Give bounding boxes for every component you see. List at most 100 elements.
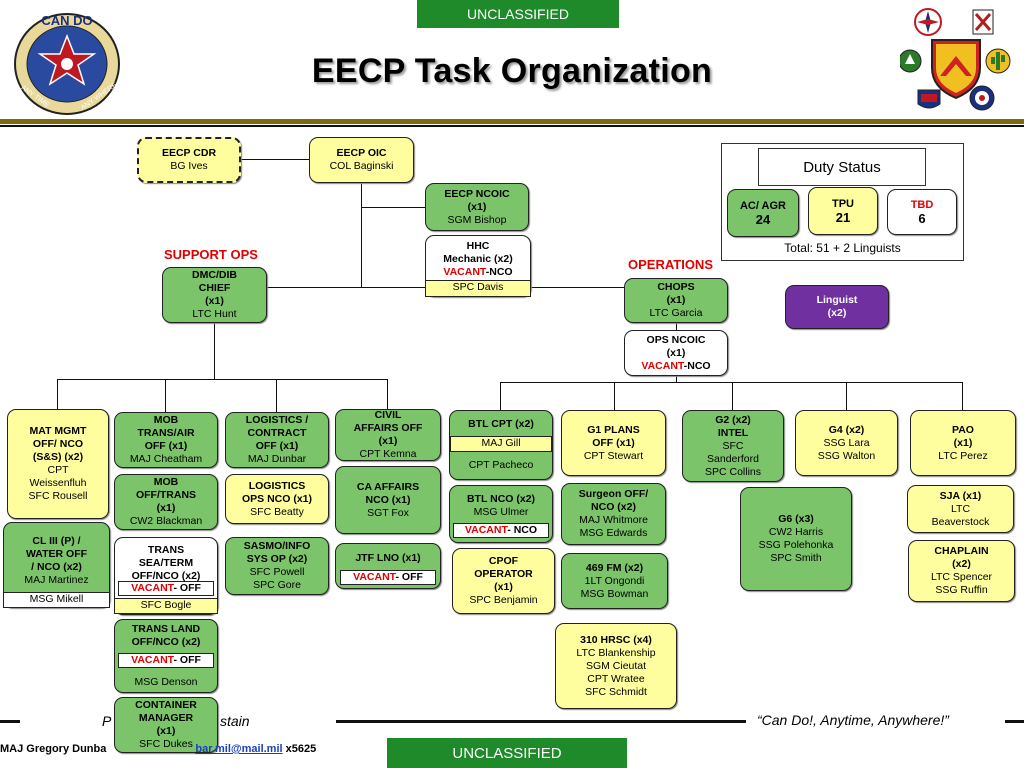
box-count: (x1) [156,725,176,737]
box-name: Sanderford [707,452,759,465]
footer-rule-right [1005,720,1024,723]
header-rule-gold [0,119,1024,124]
vacant-label: VACANT [353,571,396,583]
box-title: LOGISTICS / [245,414,309,426]
footer-left-text: P [102,713,112,729]
box-title: SEA/TERM [138,557,194,569]
box-name: SFC [722,439,744,452]
box-title: TRANS LAND [131,623,201,635]
box-title: CHAPLAIN [934,545,989,557]
box-count: (x1) [494,581,513,593]
box-name: SSG Lara [823,436,870,449]
box-mob-trans-air: MOB TRANS/AIR OFF (x1) MAJ Cheatham [114,412,218,468]
box-count: / NCO (x2) [31,561,82,573]
box-sja: SJA (x1) LTC Beaverstock [907,485,1014,533]
footer-rule-middle [336,720,746,723]
poc-email-link[interactable]: bar.mil@mail.mil [195,743,283,755]
box-title: G4 (x2) [828,423,865,436]
round-patch-icon [969,85,995,111]
box-dmc-dib-chief: DMC/DIB CHIEF (x1) LTC Hunt [162,267,267,323]
box-title: INTEL [717,426,749,439]
box-surgeon: Surgeon OFF/ NCO (x2) MAJ Whitmore MSG E… [561,483,666,545]
box-count: (x1) [666,346,686,359]
box-name: Beaverstock [931,515,990,528]
unit-patches-cluster [900,8,1011,111]
box-g4: G4 (x2) SSG Lara SSG Walton [795,410,898,476]
box-name: COL Baginski [329,160,394,172]
box-title: TRANS/AIR [137,427,195,439]
box-name: CPT Stewart [583,449,644,462]
box-title: 469 FM (x2) [585,561,644,574]
btl-cpt-name-strip: MAJ Gill [450,436,552,452]
box-count: (S&S) (x2) [32,451,84,463]
box-civil-affairs-off: CIVIL AFFAIRS OFF (x1) CPT Kemna [335,409,441,461]
box-title: Surgeon OFF/ [578,488,649,500]
box-title: PAO [952,423,974,436]
box-title: CIVIL [374,409,402,421]
box-count: OFF (x1) [144,440,188,452]
box-title: WATER OFF [25,548,88,560]
vacant-suffix: -NCO [485,266,513,278]
box-name: SGT Fox [367,506,409,519]
box-name: LTC Perez [938,449,988,462]
box-title: OPS NCOIC [646,333,706,346]
cl-iii-name-strip: MSG Mikell [3,592,110,608]
box-name: SPC Collins [704,465,762,478]
legend-count: 21 [835,210,851,225]
box-name: SFC Dukes [139,738,193,750]
box-title: MAT MGMT [29,425,87,437]
vacant-label: VACANT [443,266,486,278]
hhc-name-strip: SPC Davis [425,280,531,297]
box-title: DMC/DIB [192,269,237,281]
box-g2-intel: G2 (x2) INTEL SFC Sanderford SPC Collins [682,410,784,482]
vacant-suffix: - NCO [507,524,538,536]
box-count: OPS NCO (x1) [241,492,312,505]
box-count: OFF (x1) [255,440,299,452]
legend-total: Total: 51 + 2 Linguists [784,241,901,255]
vacant-suffix: - OFF [173,582,201,594]
box-title: LOGISTICS [248,479,306,492]
can-do-crest-icon: CAN DO ANY TIME ANY WHERE [14,13,120,115]
box-title: AFFAIRS OFF [353,422,423,434]
vacant-label: VACANT [464,524,508,536]
box-title: TRANS [147,544,185,556]
legend-title: Duty Status [758,148,926,186]
box-ops-ncoic: OPS NCOIC (x1) VACANT-NCO [624,330,728,376]
poc-extension: x5625 [285,743,317,755]
box-469-fm: 469 FM (x2) 1LT Ongondi MSG Bowman [561,553,668,609]
box-title: CHOPS [657,281,695,293]
box-title: SJA (x1) [939,489,982,502]
legend-tpu: TPU 21 [808,187,878,235]
box-name: LTC Hunt [192,308,237,320]
legend-ac-agr: AC/ AGR 24 [727,189,799,237]
box-count: NCO (x1) [365,493,411,506]
box-count: NCO (x2) [591,501,636,513]
box-310-hrsc: 310 HRSC (x4) LTC Blankenship SGM Cieuta… [555,623,677,709]
box-title: MOB [153,476,179,488]
section-label-operations: OPERATIONS [628,257,713,272]
box-name: LTC Garcia [649,307,703,319]
box-name: CPT Kemna [359,448,417,460]
box-count: (x1) [156,502,176,514]
box-count: OFF (x1) [592,436,635,449]
box-name: SPC Benjamin [469,594,538,606]
box-title: EECP NCOIC [444,187,510,200]
box-title: Linguist [816,294,858,306]
box-count: (x1) [205,295,224,307]
box-title: CONTAINER [135,699,197,711]
box-chops: CHOPS (x1) LTC Garcia [624,278,728,323]
box-name: SFC Beatty [250,505,304,518]
box-name: MSG Edwards [579,527,648,539]
legend-count: 6 [918,211,926,226]
command-shield-icon [931,39,981,100]
box-sasmo-info: SASMO/INFO SYS OP (x2) SFC Powell SPC Go… [225,537,329,595]
box-title: EECP CDR [161,147,217,159]
box-g6: G6 (x3) CW2 Harris SSG Polehonka SPC Smi… [740,487,852,591]
box-name: MAJ Dunbar [247,453,307,465]
box-chaplain: CHAPLAIN (x2) LTC Spencer SSG Ruffin [908,540,1015,602]
box-name: SFC Rousell [28,490,88,502]
trans-land-name: MSG Denson [134,676,198,688]
legend-count: 24 [755,212,771,227]
box-name: SPC Smith [770,552,822,564]
vacant-label: VACANT [131,582,174,594]
